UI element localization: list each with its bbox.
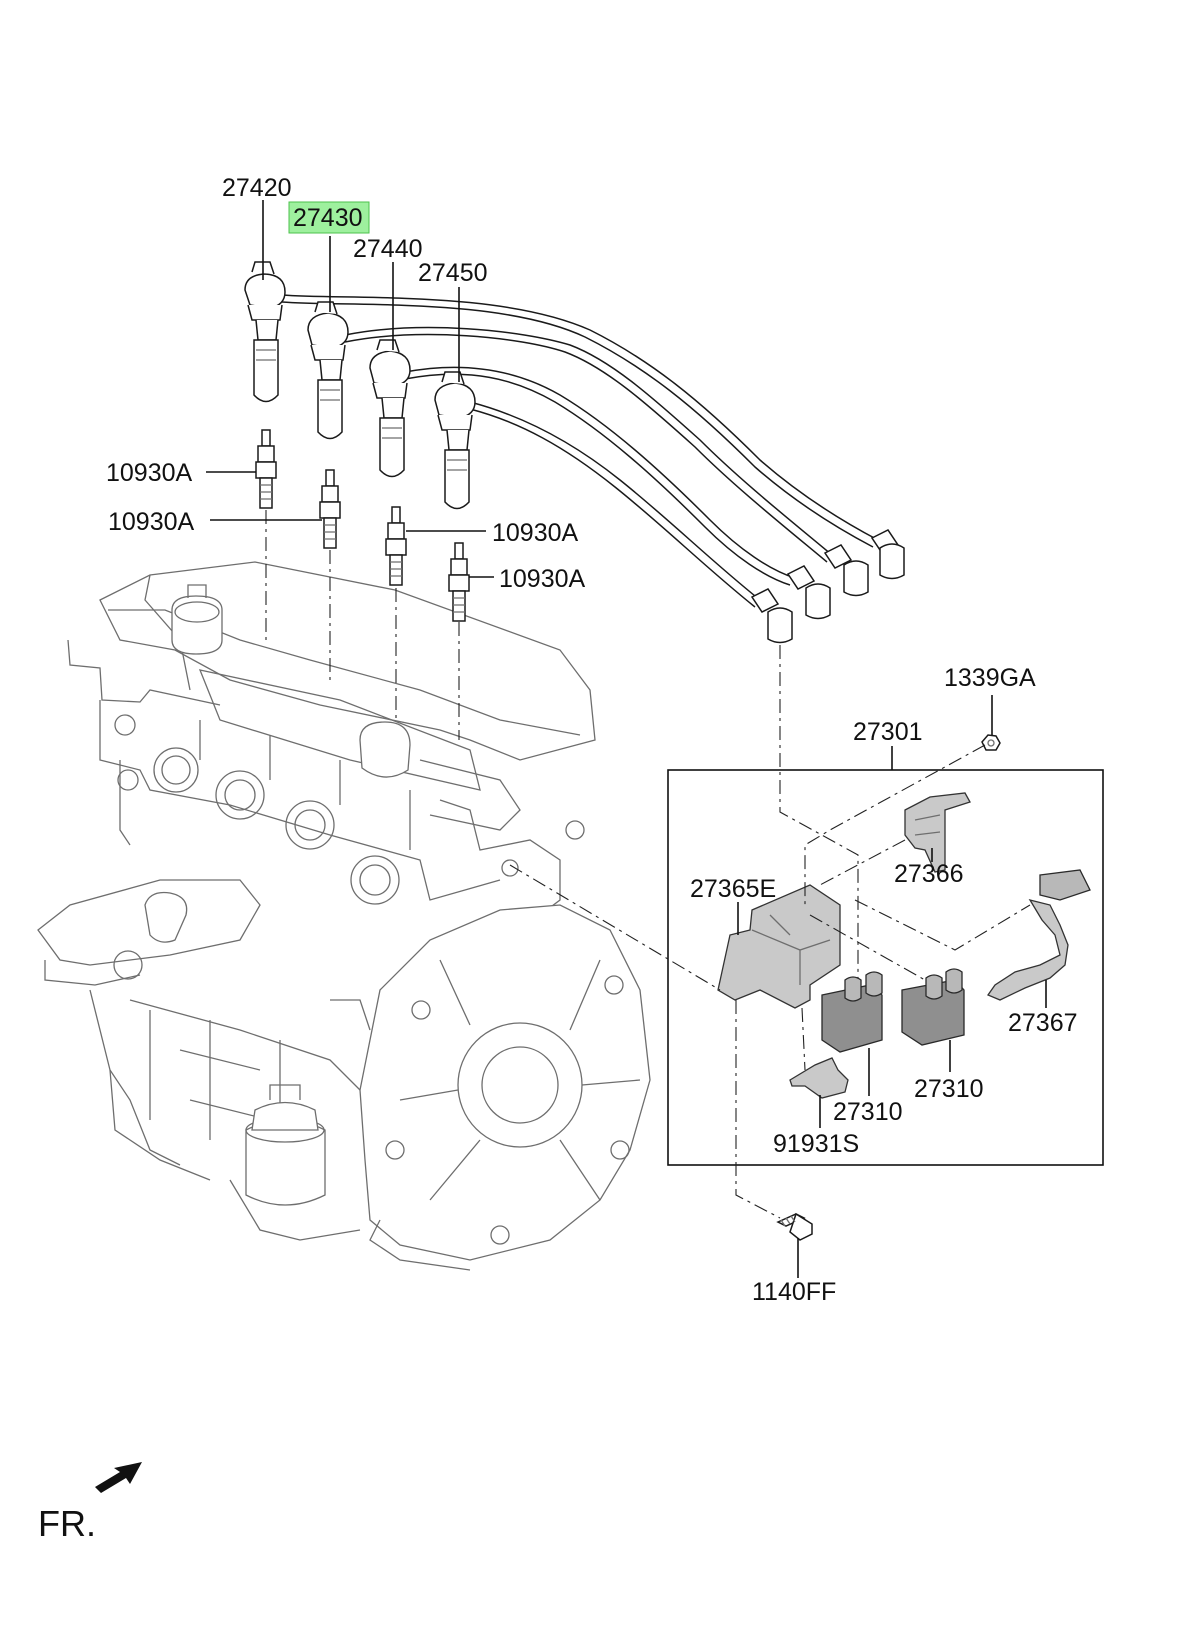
label-27310-2[interactable]: 27310 — [914, 1075, 984, 1103]
coil-assembly-box — [667, 769, 1104, 1166]
front-orientation-indicator: FR. — [38, 1462, 142, 1544]
highlight-box-27430 — [288, 201, 370, 234]
label-10930a-4[interactable]: 10930A — [499, 565, 586, 593]
label-27301[interactable]: 27301 — [853, 718, 923, 746]
spark-plugs — [255, 429, 470, 622]
plug-boot-27440 — [369, 339, 411, 478]
label-27310-1[interactable]: 27310 — [833, 1098, 903, 1126]
label-27367[interactable]: 27367 — [1008, 1009, 1078, 1037]
label-10930a-3[interactable]: 10930A — [492, 519, 579, 547]
label-91931s[interactable]: 91931S — [773, 1130, 859, 1158]
label-1339ga[interactable]: 1339GA — [944, 664, 1036, 692]
spark-plug-1 — [255, 429, 277, 509]
connector-clip — [904, 792, 971, 873]
front-direction-arrow-icon — [95, 1462, 142, 1493]
plug-boot-27430 — [307, 301, 349, 440]
plug-boot-27420 — [244, 261, 286, 403]
coil-bracket — [717, 884, 841, 1009]
coil-assembly-parts — [509, 734, 1091, 1219]
spark-plug-boots — [244, 261, 905, 644]
ignition-wire-set — [281, 294, 879, 608]
plug-boot-27450 — [434, 371, 476, 510]
spark-plug-3 — [385, 506, 407, 586]
label-27365e[interactable]: 27365E — [690, 875, 776, 903]
label-27420[interactable]: 27420 — [222, 174, 292, 202]
engine-block-illustration — [37, 561, 651, 1271]
wiring-harness — [987, 869, 1091, 1001]
spark-plug-4 — [448, 542, 470, 622]
label-10930a-2[interactable]: 10930A — [108, 508, 195, 536]
label-1140ff[interactable]: 1140FF — [752, 1278, 836, 1306]
nut-1339ga — [981, 734, 1001, 751]
bolt-1140ff — [776, 1212, 813, 1241]
front-label: FR. — [38, 1503, 96, 1544]
ignition-coil-2 — [901, 968, 965, 1046]
label-27450[interactable]: 27450 — [418, 259, 488, 287]
ignition-coil-1 — [821, 971, 883, 1053]
label-27366[interactable]: 27366 — [894, 860, 964, 888]
part-number-labels: 27420 27430 27440 27450 10930A 10930A 10… — [106, 174, 1078, 1306]
label-10930a-1[interactable]: 10930A — [106, 459, 193, 487]
leader-lines — [206, 200, 1047, 1278]
plug-placement-lines — [265, 510, 859, 985]
sensor-bracket — [789, 1057, 849, 1099]
coil-end-boots — [750, 529, 905, 644]
label-27430[interactable]: 27430 — [293, 204, 363, 232]
label-27440[interactable]: 27440 — [353, 235, 423, 263]
spark-plug-2 — [319, 469, 341, 549]
